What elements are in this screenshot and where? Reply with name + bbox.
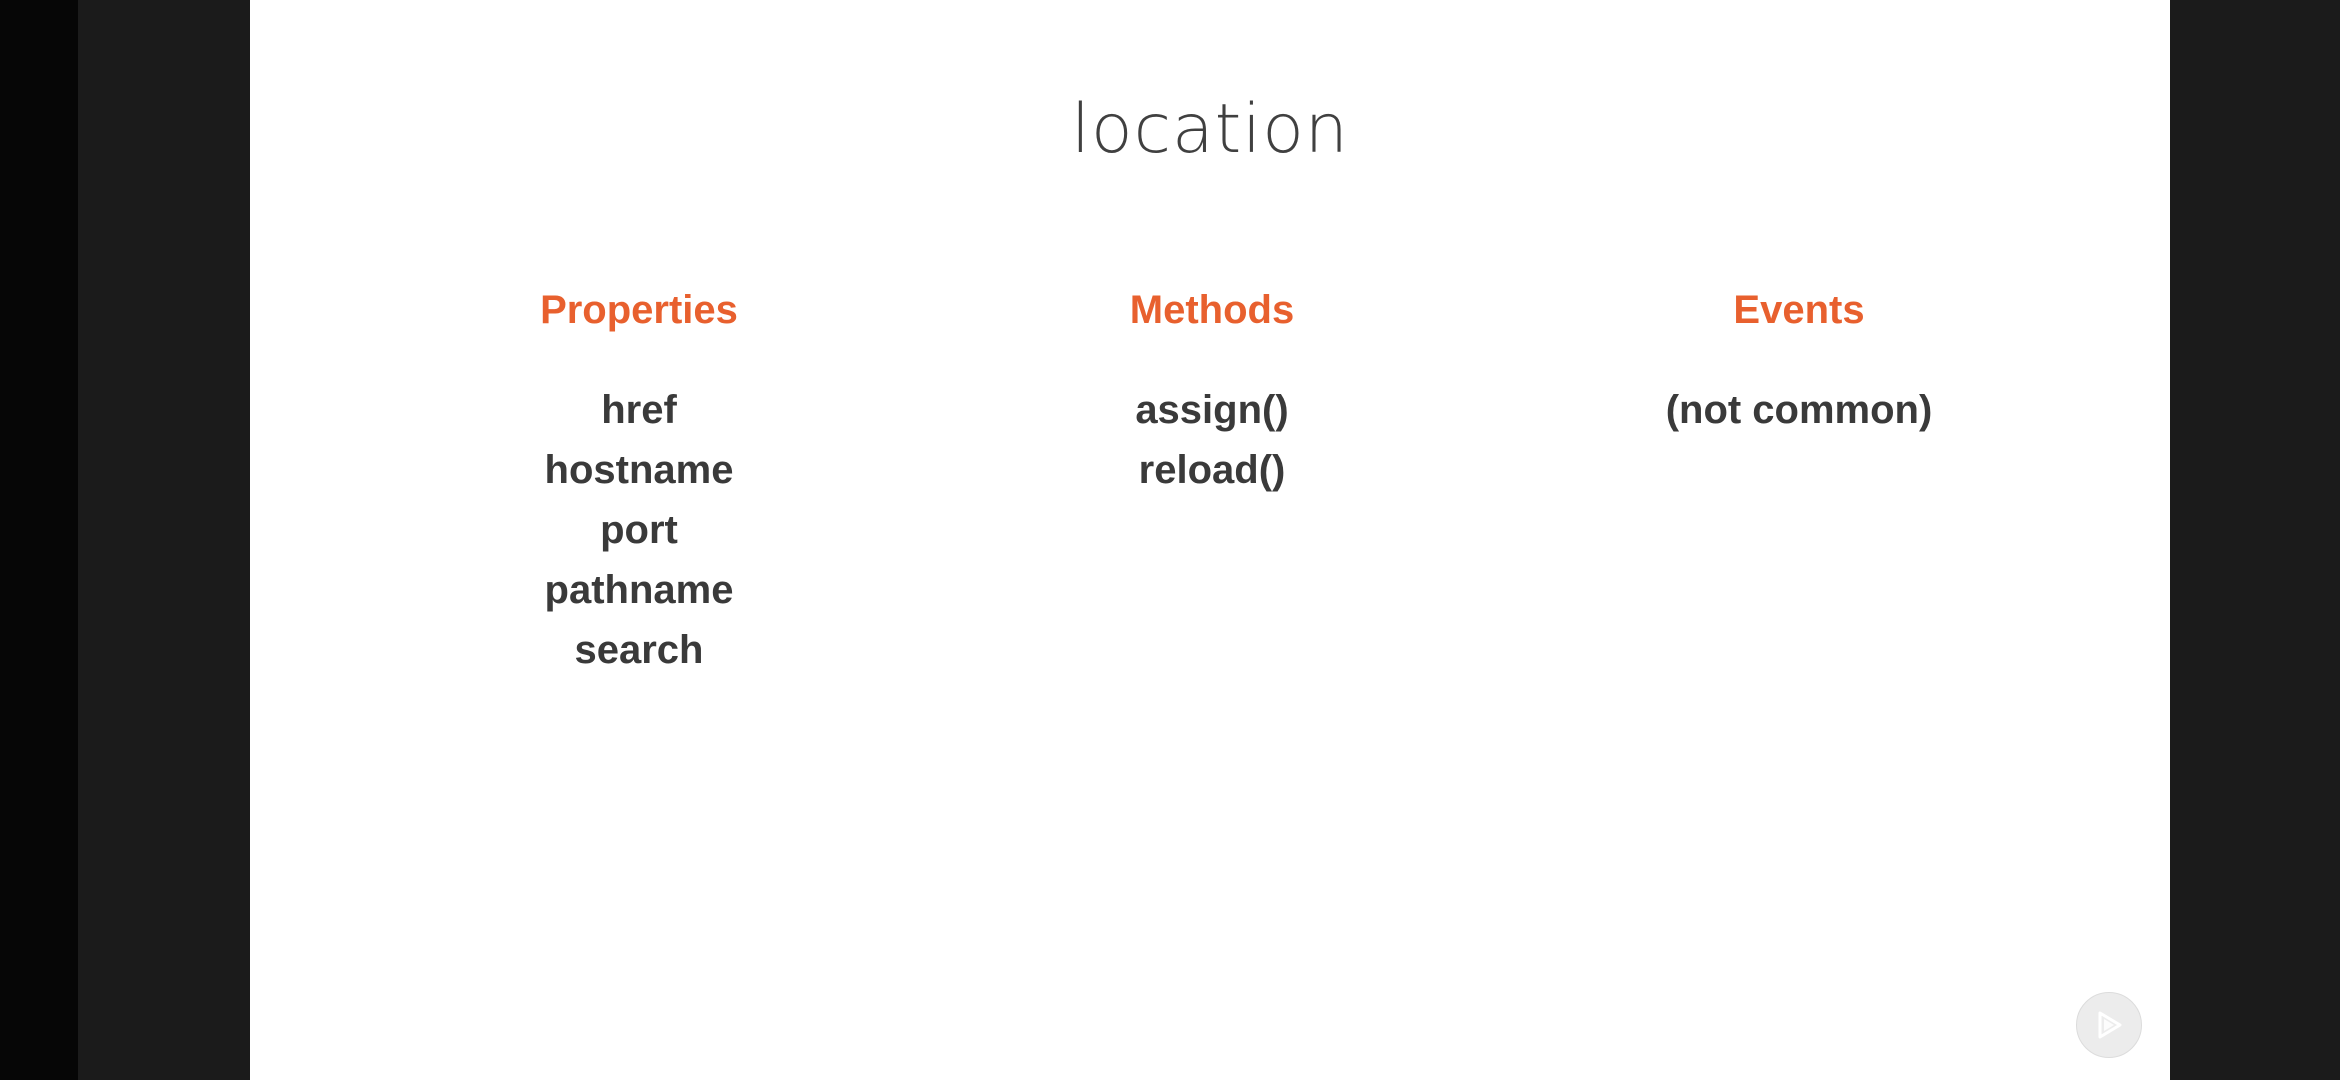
events-list: (not common) [1519,380,2079,440]
list-item: (not common) [1665,388,1933,432]
methods-heading: Methods [1129,288,1295,332]
letterbox-left [78,0,250,1080]
play-logo-icon [2098,1011,2122,1039]
list-item: hostname [544,448,734,492]
letterbox-right [2170,0,2340,1080]
methods-column: Methods assign() reload() [932,280,1492,492]
screen-edge-left [0,0,78,1080]
properties-column: Properties href hostname port pathname s… [359,280,919,672]
list-item: assign() [1135,388,1289,432]
list-item: reload() [1138,448,1286,492]
list-item: port [600,508,678,552]
presentation-slide[interactable]: location Properties href hostname port p… [250,0,2170,1080]
events-heading: Events [1733,288,1865,332]
properties-list: href hostname port pathname search [359,380,919,680]
list-item: href [601,388,677,432]
play-logo-button[interactable] [2076,992,2142,1058]
list-item: search [574,628,704,672]
slide-title: location [1071,90,1349,169]
methods-list: assign() reload() [932,380,1492,500]
properties-heading: Properties [540,288,738,332]
events-column: Events (not common) [1519,280,2079,432]
list-item: pathname [544,568,734,612]
